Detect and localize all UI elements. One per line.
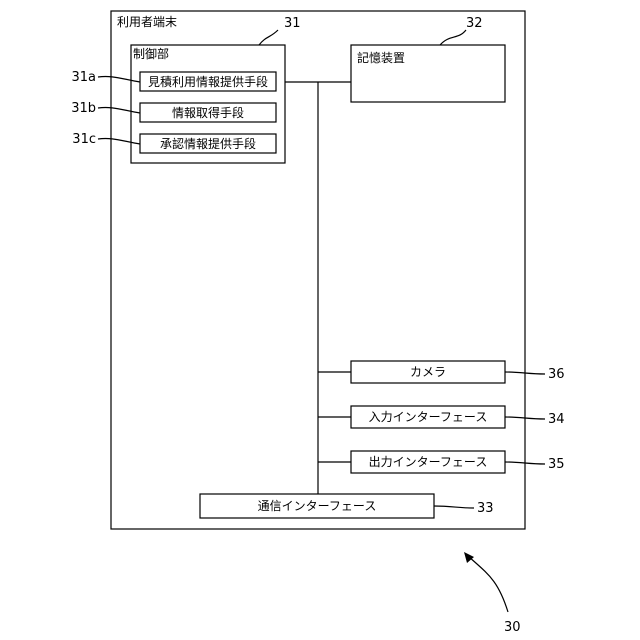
ref-35: 35 [548, 457, 565, 472]
ref-36: 36 [548, 367, 565, 382]
terminal-label: 利用者端末 [117, 15, 177, 29]
ref-32: 32 [466, 16, 483, 31]
arrowhead-30 [464, 552, 474, 563]
output-interface-label: 出力インターフェース [369, 455, 488, 469]
input-interface-label: 入力インターフェース [369, 410, 488, 424]
info-acquisition-means-label: 情報取得手段 [172, 105, 244, 120]
control-unit-label: 制御部 [133, 46, 169, 61]
estimate-info-means-label: 見積利用情報提供手段 [148, 74, 268, 89]
approval-info-means-label: 承認情報提供手段 [160, 136, 256, 151]
ref-31: 31 [284, 16, 301, 31]
ref-33: 33 [477, 501, 494, 516]
ref-34: 34 [548, 412, 565, 427]
ref-30: 30 [504, 620, 521, 635]
ref-31a: 31a [71, 70, 96, 85]
camera-label: カメラ [410, 365, 446, 379]
ref-31b: 31b [71, 101, 96, 116]
ref-31c: 31c [72, 132, 96, 147]
storage-device-label: 記憶装置 [357, 50, 405, 65]
pointer-arrow-30 [468, 556, 508, 612]
communication-interface-label: 通信インターフェース [258, 499, 377, 513]
